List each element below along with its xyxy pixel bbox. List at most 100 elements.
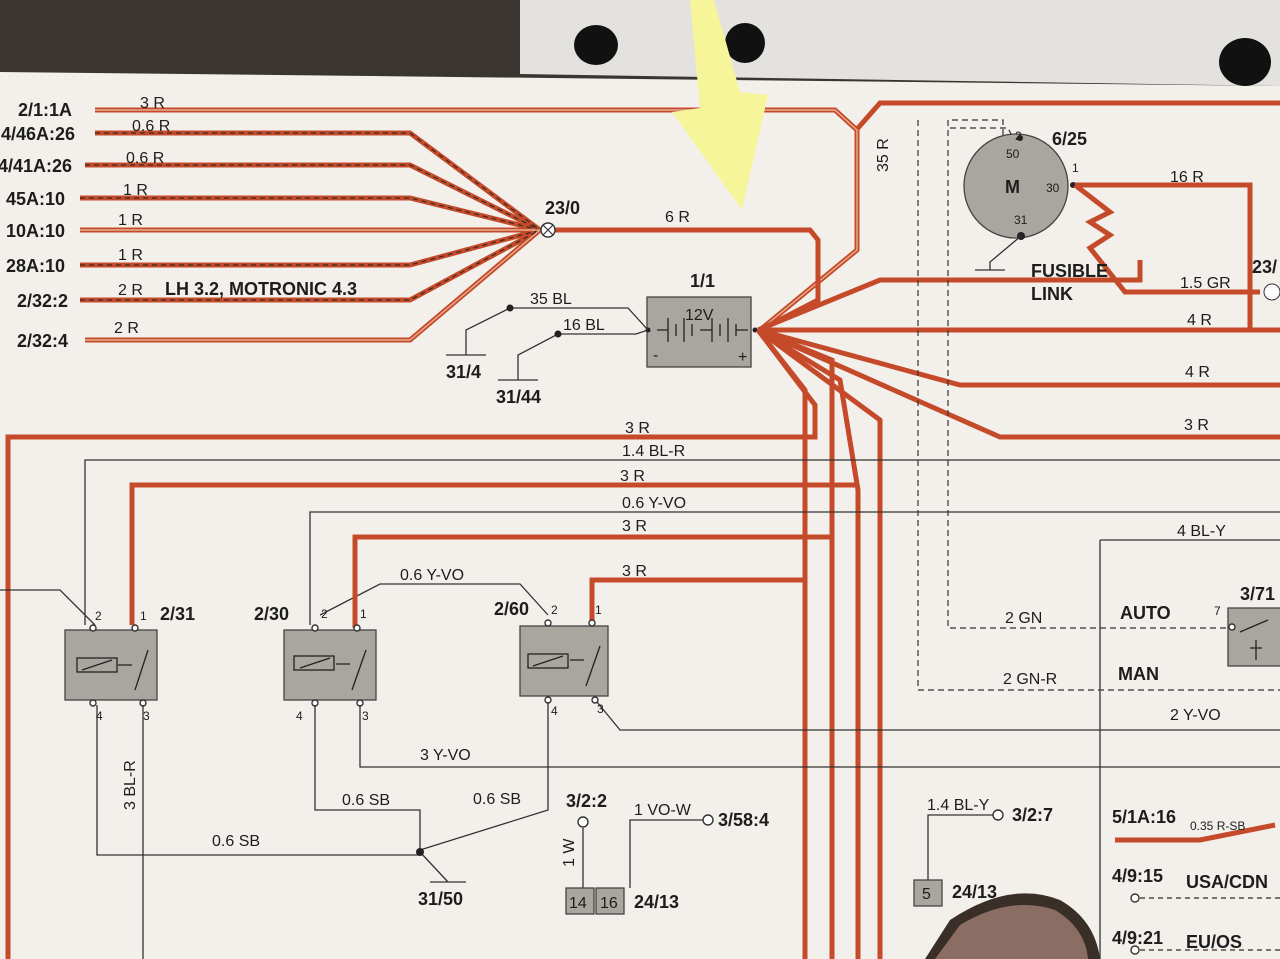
starter-pin: 1	[1072, 161, 1079, 175]
junction-label: 23/0	[545, 198, 580, 218]
battery-label: 1/1	[690, 271, 715, 291]
wire-label: 0.6 Y-VO	[622, 495, 686, 512]
relay-pin: 4	[296, 709, 303, 723]
wire-label: 2 R	[118, 282, 143, 299]
relay-ground-wires	[96, 701, 1280, 959]
wire-label: 1.4 BL-Y	[927, 797, 990, 814]
left-connector-labels: 2/1:1A 4/46A:26 4/41A:26 45A:10 10A:10 2…	[0, 100, 75, 351]
starter-pin: 30	[1046, 181, 1060, 195]
auto-label: AUTO	[1120, 603, 1171, 623]
binder-page-edge	[520, 0, 1280, 86]
wire-label: 16 BL	[563, 317, 605, 334]
wire-label: 1.5 GR	[1180, 275, 1231, 292]
relay-pin: 2	[321, 607, 328, 621]
pin-label: 16	[600, 895, 618, 912]
wire-label: 3 R	[140, 95, 165, 112]
connector-label: 4/9:15	[1112, 866, 1163, 886]
connector-label: 2/32:4	[17, 331, 68, 351]
wire-label: 0.6 R	[126, 150, 164, 167]
binder-hole	[725, 23, 765, 63]
man-label: MAN	[1118, 664, 1159, 684]
fusible-link-label: LINK	[1031, 284, 1073, 304]
left-wire-labels: 3 R 0.6 R 0.6 R 1 R 1 R 1 R 2 R 2 R LH 3…	[114, 95, 357, 337]
ground-label: 31/50	[418, 889, 463, 909]
relay-2-30	[283, 624, 377, 707]
relay-2-31	[64, 624, 158, 707]
connector-label: 4/41A:26	[0, 156, 72, 176]
wire-label: 0.6 SB	[473, 791, 521, 808]
relay-label: 2/30	[254, 604, 289, 624]
relay-pin: 3	[143, 709, 150, 723]
wire-label: 0.35 R-SB	[1190, 819, 1245, 833]
wire-label: 0.6 SB	[342, 792, 390, 809]
switch-3-71	[1227, 607, 1280, 667]
wire-label: 3 Y-VO	[420, 747, 471, 764]
pin-label: 14	[569, 895, 587, 912]
starter-motor-6-25	[917, 119, 1280, 691]
battery-output-wires	[5, 260, 1280, 959]
ground-label: 31/44	[496, 387, 541, 407]
paper-sheet	[0, 72, 1280, 959]
wire-label: 3 BL-R	[122, 760, 139, 810]
connector-label: 3/2:2	[566, 791, 607, 811]
wire-label: 3 R	[625, 420, 650, 437]
starter-pin: 50	[1006, 147, 1020, 161]
binder-hole	[1219, 38, 1271, 86]
starter-pin: 31	[1014, 213, 1028, 227]
battery-voltage: 12V	[685, 307, 714, 324]
switch-pin: 7	[1214, 604, 1221, 618]
wire-label: 1 R	[123, 182, 148, 199]
yellow-arrow-annotation	[672, 0, 768, 210]
connector-label: 45A:10	[6, 189, 65, 209]
relay-label: 2/31	[160, 604, 195, 624]
connector-label: 28A:10	[6, 256, 65, 276]
wire-label: 1 VO-W	[634, 802, 692, 819]
wire-label: 4 BL-Y	[1177, 523, 1226, 540]
starter-pin: 2	[1015, 129, 1022, 143]
relay-pin: 4	[551, 704, 558, 718]
motor-symbol: M	[1005, 177, 1020, 197]
wire-label: 2 Y-VO	[1170, 707, 1221, 724]
connector-label: 23/	[1252, 257, 1277, 277]
finger	[935, 905, 1088, 959]
battery-1-1	[645, 296, 758, 368]
connector-label: 2/1:1A	[18, 100, 72, 120]
region-label: EU/OS	[1186, 932, 1242, 952]
ground-label: 31/4	[446, 362, 481, 382]
relay-pin: 1	[360, 607, 367, 621]
wire-label: 1 R	[118, 212, 143, 229]
switch-label: 3/71	[1240, 584, 1275, 604]
relay-pin: 2	[551, 603, 558, 617]
battery-ground-wires	[446, 304, 649, 381]
wire-label: 0.6 R	[132, 118, 170, 135]
connector-label: 24/13	[952, 882, 997, 902]
connector-label: 4/9:21	[1112, 928, 1163, 948]
wire-label: 35 BL	[530, 291, 572, 308]
connector-label: 2/32:2	[17, 291, 68, 311]
fusible-link-label: FUSIBLE	[1031, 261, 1108, 281]
wire-label: 3 R	[622, 563, 647, 580]
connector-label: 4/46A:26	[1, 124, 75, 144]
wire-label: 2 R	[114, 320, 139, 337]
binder-hole	[574, 25, 618, 65]
wire-label: 2 GN-R	[1003, 671, 1057, 688]
bus-wires	[0, 459, 1280, 959]
wire-label: 3 R	[620, 468, 645, 485]
relay-pin: 1	[595, 603, 602, 617]
pin-label: 5	[922, 886, 931, 903]
relay-2-60	[519, 619, 609, 704]
wire-label: 2 GN	[1005, 610, 1042, 627]
wire-label: 4 R	[1185, 364, 1210, 381]
wire-label: 1 W	[561, 838, 578, 867]
wire-label: 6 R	[665, 209, 690, 226]
wire-label: 1.4 BL-R	[622, 443, 685, 460]
wire-label: 0.6 SB	[212, 833, 260, 850]
system-label: LH 3.2, MOTRONIC 4.3	[165, 279, 357, 299]
relay-pin: 3	[362, 709, 369, 723]
junction-23-0	[540, 222, 821, 333]
wire-label: 35 R	[875, 138, 892, 172]
wire-label: 3 R	[1184, 417, 1209, 434]
battery-minus: -	[653, 347, 658, 364]
